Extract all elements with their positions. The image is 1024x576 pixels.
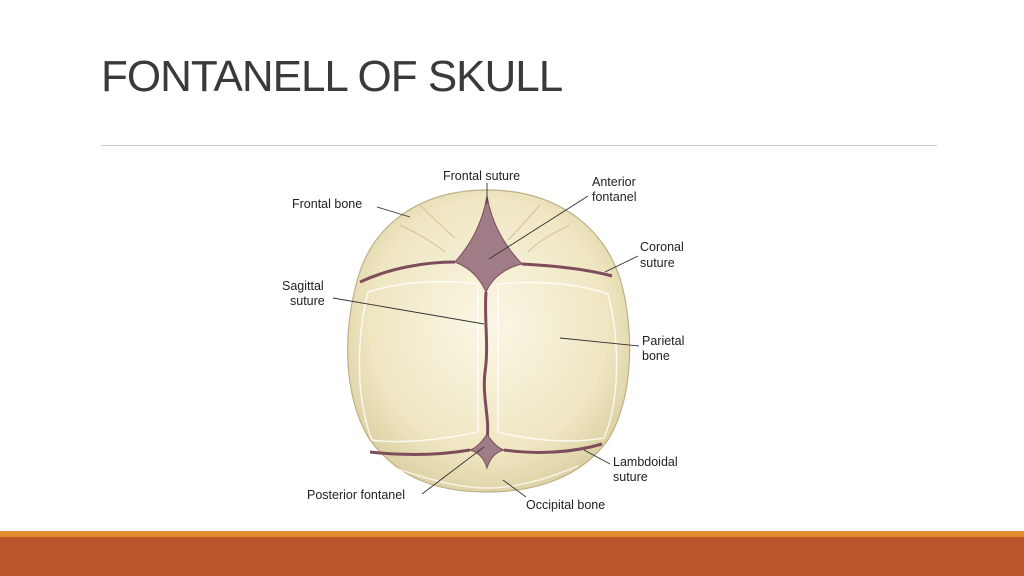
- posterior-fontanel: [468, 433, 506, 470]
- footer-bar: [0, 537, 1024, 576]
- coronal-suture: [359, 260, 613, 284]
- label-coronal-suture-line2: suture: [640, 256, 675, 270]
- sagittal-suture: [482, 291, 490, 441]
- posterior-fontanel-leader: [421, 446, 485, 495]
- label-occipital-bone: Occipital bone: [526, 498, 605, 512]
- parietal-bone-leader: [559, 337, 640, 347]
- label-anterior-fontanel-line2: fontanel: [592, 190, 636, 204]
- label-anterior-fontanel-line1: Anterior: [592, 175, 636, 189]
- frontal-bone-texture: [399, 204, 571, 253]
- occipital-bone-leader: [502, 479, 527, 498]
- skull-diagram: Frontal suture Anterior fontanel Frontal…: [282, 169, 684, 512]
- parietal-bone-left: [358, 280, 479, 443]
- label-lambdoidal-suture-line1: Lambdoidal: [613, 455, 678, 469]
- label-parietal-bone-line1: Parietal: [642, 334, 684, 348]
- label-frontal-bone: Frontal bone: [292, 197, 362, 211]
- title-divider: [101, 145, 937, 146]
- slide-title: FONTANELL OF SKULL: [101, 52, 563, 101]
- lambdoidal-suture-leader: [583, 449, 611, 465]
- label-lambdoidal-suture-line2: suture: [613, 470, 648, 484]
- frontal-bone-leader: [376, 206, 411, 218]
- label-coronal-suture-line1: Coronal: [640, 240, 684, 254]
- label-posterior-fontanel: Posterior fontanel: [307, 488, 405, 502]
- anterior-fontanel-leader: [488, 195, 589, 260]
- sagittal-suture-leader: [332, 297, 485, 325]
- label-sagittal-suture-line1: Sagittal: [282, 279, 324, 293]
- occipital-bone: [394, 465, 579, 489]
- label-frontal-suture: Frontal suture: [443, 169, 520, 183]
- parietal-bone-right: [497, 281, 618, 442]
- label-sagittal-suture-line2: suture: [290, 294, 325, 308]
- lambdoidal-suture: [369, 442, 603, 456]
- label-parietal-bone-line2: bone: [642, 349, 670, 363]
- coronal-suture-leader: [604, 255, 639, 273]
- footer-accent-line: [0, 531, 1024, 537]
